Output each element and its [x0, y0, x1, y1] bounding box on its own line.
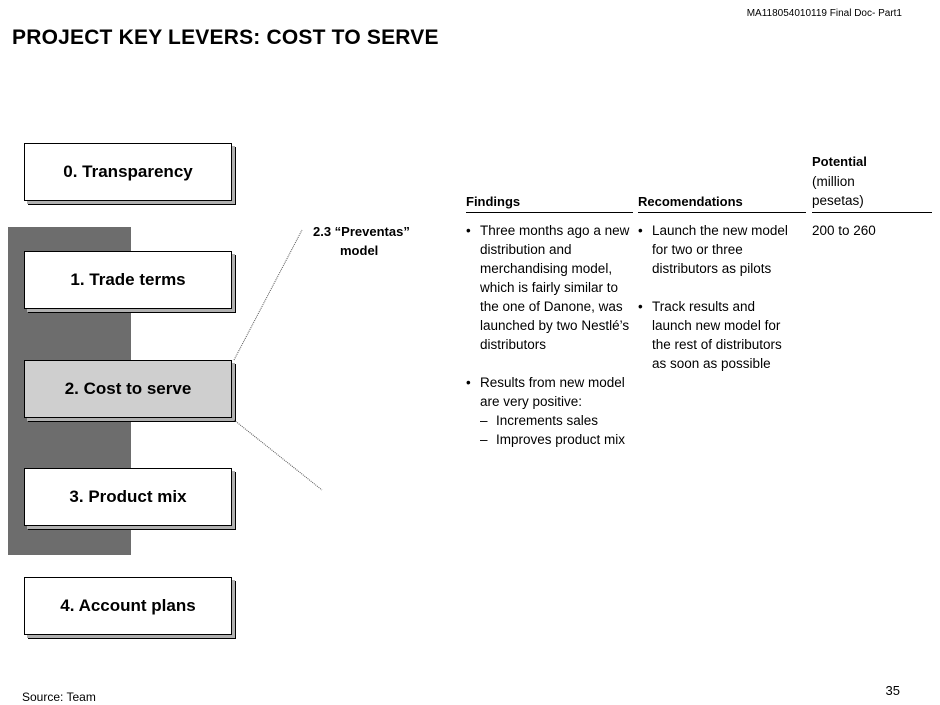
- item-number: 2.3 “Preventas”: [313, 224, 410, 239]
- page-title: PROJECT KEY LEVERS: COST TO SERVE: [12, 26, 439, 49]
- recommendation-item: • Track results and launch new model for…: [638, 297, 798, 373]
- lever-box-trade-terms: 1. Trade terms: [24, 251, 232, 309]
- potential-unit: (million pesetas): [812, 174, 864, 208]
- finding-item: • Results from new model are very positi…: [466, 373, 632, 411]
- lever-box-cost-to-serve: 2. Cost to serve: [24, 360, 232, 418]
- recommendations-list: • Launch the new model for two or three …: [638, 221, 798, 373]
- page-number: 35: [885, 683, 900, 698]
- findings-list: • Three months ago a new distribution an…: [466, 221, 632, 449]
- finding-item: • Three months ago a new distribution an…: [466, 221, 632, 354]
- bullet-icon: •: [638, 223, 643, 238]
- finding-subitem-text: Improves product mix: [496, 432, 626, 447]
- findings-rule: [466, 212, 633, 213]
- recommendations-rule: [638, 212, 806, 213]
- recommendation-text: Track results and launch new model for t…: [652, 299, 782, 371]
- lever-box-product-mix: 3. Product mix: [24, 468, 232, 526]
- potential-rule: [812, 212, 932, 213]
- finding-text: Three months ago a new distribution and …: [480, 223, 630, 352]
- item-name: model: [340, 243, 379, 258]
- bullet-icon: •: [466, 375, 471, 390]
- potential-value: 200 to 260: [812, 223, 876, 238]
- bullet-icon: •: [466, 223, 471, 238]
- finding-subitem-text: Increments sales: [496, 413, 599, 428]
- source-note: Source: Team: [22, 690, 96, 704]
- findings-header: Findings: [466, 194, 521, 209]
- bullet-icon: •: [638, 299, 643, 314]
- callout-line-bottom: [233, 419, 323, 491]
- finding-subitem: – Improves product mix: [466, 430, 632, 449]
- dash-icon: –: [480, 432, 488, 447]
- lever-box-transparency: 0. Transparency: [24, 143, 232, 201]
- dash-icon: –: [480, 413, 488, 428]
- recommendation-text: Launch the new model for two or three di…: [652, 223, 788, 276]
- finding-text: Results from new model are very positive…: [480, 375, 625, 409]
- document-reference: MA118054010119 Final Doc- Part1: [746, 8, 902, 19]
- potential-header: Potential: [812, 154, 867, 169]
- callout-line-top: [233, 229, 303, 361]
- lever-box-account-plans: 4. Account plans: [24, 577, 232, 635]
- recommendations-header: Recomendations: [638, 194, 743, 209]
- finding-subitem: – Increments sales: [466, 411, 632, 430]
- recommendation-item: • Launch the new model for two or three …: [638, 221, 798, 278]
